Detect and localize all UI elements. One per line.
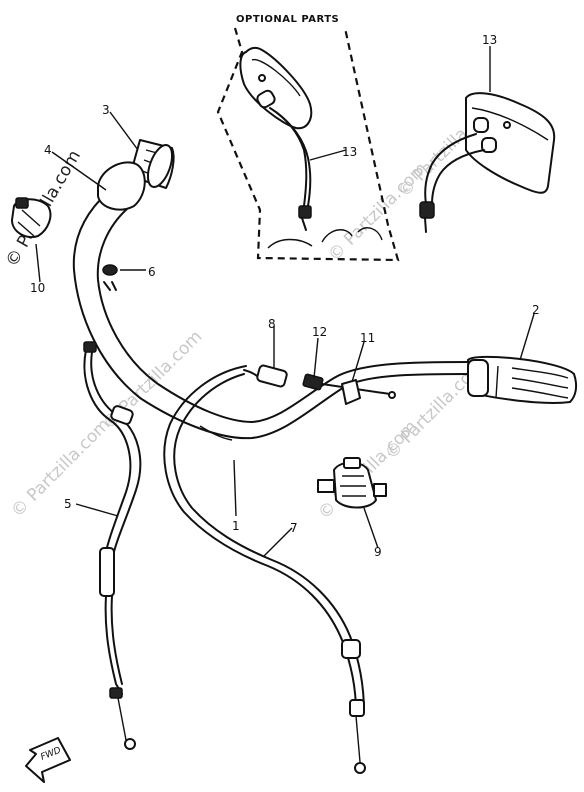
callout-12: 12 (312, 325, 327, 339)
cable-5 (83, 341, 142, 750)
handlebar (72, 191, 471, 441)
fwd-arrow: FWD (25, 737, 71, 783)
cable-7 (163, 365, 366, 774)
callout-4: 4 (44, 143, 52, 157)
optional-parts-label: OPTIONAL PARTS (236, 14, 339, 25)
callout-5: 5 (64, 497, 72, 511)
callout-7: 7 (290, 521, 298, 535)
callout-8: 8 (268, 317, 276, 331)
callout-3: 3 (102, 103, 110, 117)
leader-lines (35, 46, 535, 557)
callout-13-optional: 13 (342, 145, 357, 159)
optional-mirror (239, 46, 313, 231)
callout-11: 11 (360, 331, 375, 345)
callouts: 1 2 3 4 5 6 7 8 9 10 11 12 13 13 (30, 33, 540, 559)
callout-13: 13 (482, 33, 497, 47)
left-grip (97, 139, 175, 211)
watermarks: © Partzilla.com © Partzilla.com © Partzi… (2, 95, 501, 524)
callout-2: 2 (532, 303, 540, 317)
callout-10: 10 (30, 281, 45, 295)
part-9 (317, 457, 387, 509)
throttle-assembly (243, 364, 396, 405)
right-grip (467, 355, 578, 404)
optional-parts-box: OPTIONAL PARTS (216, 14, 400, 262)
watermark: © Partzilla.com (7, 415, 114, 522)
callout-6: 6 (148, 265, 156, 279)
mirror-right (419, 92, 556, 233)
part-6 (102, 264, 118, 291)
part-10 (11, 197, 52, 238)
callout-9: 9 (374, 545, 382, 559)
callout-1: 1 (232, 519, 240, 533)
